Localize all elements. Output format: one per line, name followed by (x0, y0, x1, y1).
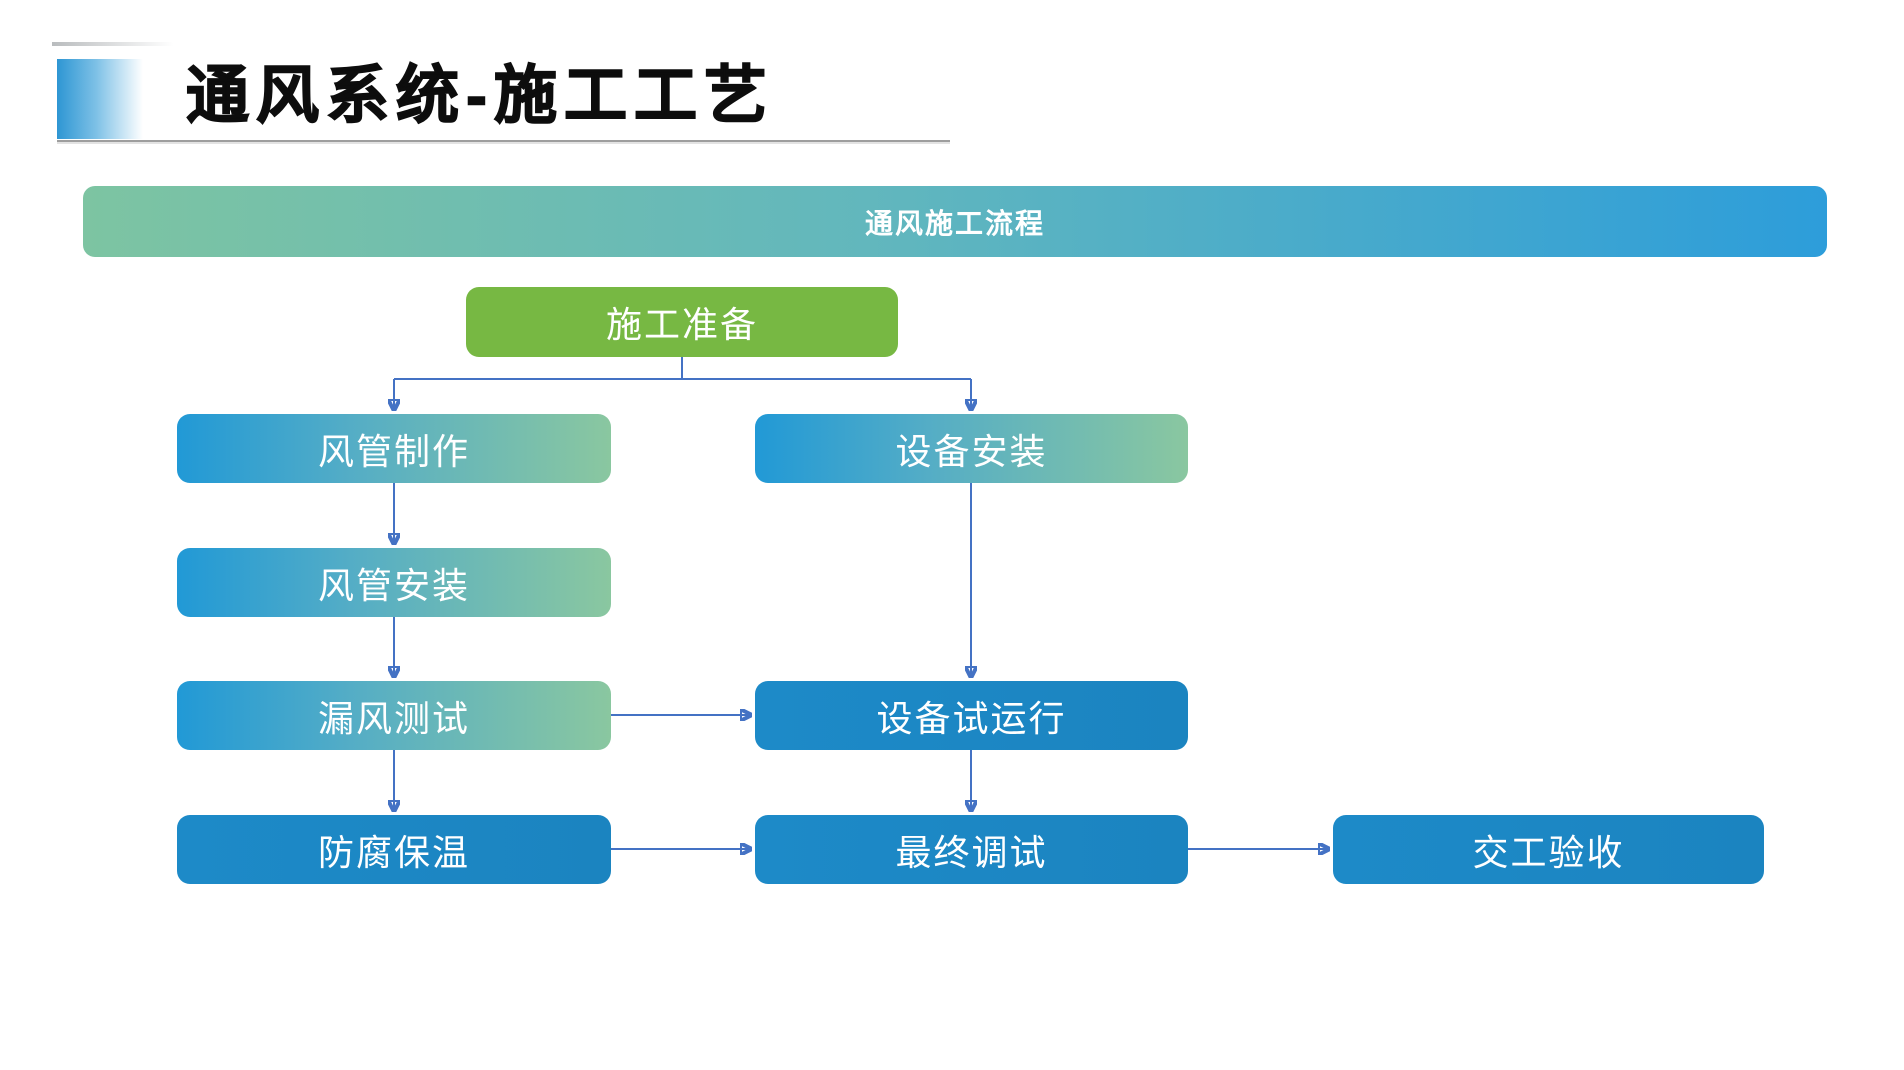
flow-node-duct-fabrication: 风管制作 (177, 414, 611, 483)
page-title: 通风系统-施工工艺 (185, 60, 774, 132)
flow-node-duct-installation: 风管安装 (177, 548, 611, 617)
flow-node-handover-acceptance: 交工验收 (1333, 815, 1764, 884)
flow-node-anticorrosion-insulation: 防腐保温 (177, 815, 611, 884)
banner-label: 通风施工流程 (864, 207, 1045, 239)
flow-node-label: 防腐保温 (317, 831, 470, 873)
flow-node-label: 施工准备 (605, 304, 758, 345)
flow-node-equipment-trial-run: 设备试运行 (755, 681, 1188, 750)
connector-branch-line (394, 357, 971, 380)
banner-ventilation-process: 通风施工流程 (83, 186, 1827, 257)
flow-node-label: 风管制作 (317, 430, 470, 472)
flow-node-label: 漏风测试 (317, 697, 470, 739)
title-underline (57, 140, 950, 142)
flow-node-label: 设备安装 (895, 430, 1048, 472)
flow-node-leak-test: 漏风测试 (177, 681, 611, 750)
title-accent-shadow (52, 42, 187, 46)
flow-node-label: 风管安装 (317, 564, 470, 606)
flow-node-equipment-installation: 设备安装 (755, 414, 1188, 483)
flow-node-final-debugging: 最终调试 (755, 815, 1188, 884)
flow-node-label: 交工验收 (1472, 831, 1625, 873)
flow-node-label: 最终调试 (895, 831, 1048, 873)
flow-node-label: 设备试运行 (876, 697, 1067, 739)
flow-node-construction-prep: 施工准备 (466, 287, 898, 357)
title-accent-square (57, 59, 143, 139)
